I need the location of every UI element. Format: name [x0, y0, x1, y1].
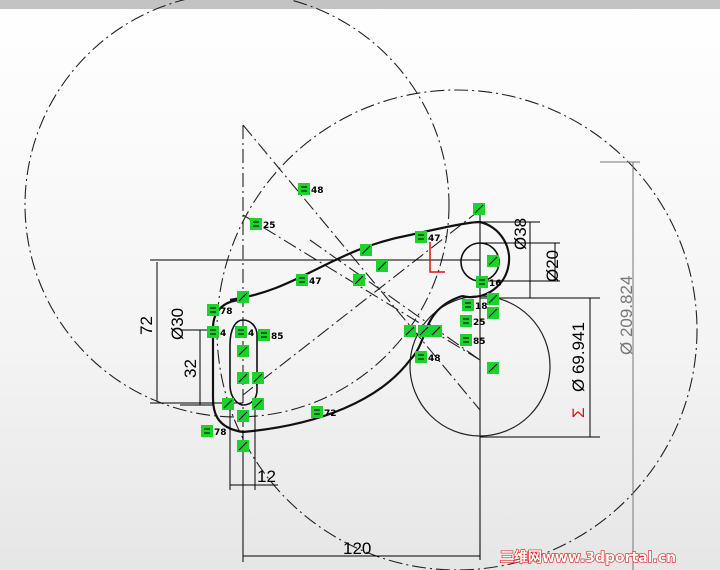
relation-glyph [253, 399, 263, 409]
dim-d20[interactable]: Ø20 [543, 250, 562, 282]
relation-glyph [488, 308, 498, 318]
relation-badge[interactable]: 25 [250, 218, 276, 231]
equal-icon [415, 231, 427, 243]
relation-glyph [238, 346, 248, 356]
relation-badge[interactable]: 72 [311, 406, 337, 419]
relation-badge[interactable]: 25 [460, 315, 486, 328]
centerline-diag-2 [242, 214, 481, 361]
relation-glyph [238, 441, 248, 451]
relation-label: 18 [475, 302, 488, 312]
relation-glyph [238, 292, 248, 302]
construction-circle-large-left[interactable] [24, 0, 450, 418]
dim-d30[interactable]: Ø30 [168, 308, 187, 340]
toolbar-strip [0, 0, 720, 9]
equal-icon [258, 329, 270, 341]
origin-icon [429, 242, 445, 273]
relation-badge[interactable]: 18 [462, 299, 488, 312]
slot-outer[interactable] [211, 298, 244, 434]
equal-icon [250, 218, 262, 230]
dim-32[interactable]: 32 [181, 359, 200, 378]
equal-icon [298, 183, 310, 195]
relation-glyph [361, 245, 371, 255]
relation-glyph [405, 326, 415, 336]
dim-d209[interactable]: Ø 209.824 [617, 276, 636, 355]
relation-glyph [488, 256, 498, 266]
equal-icon [201, 425, 213, 437]
equal-icon [462, 299, 474, 311]
centerline-diag-3 [242, 209, 481, 396]
relation-badge[interactable]: 85 [258, 329, 284, 342]
dim-12[interactable]: 12 [257, 467, 276, 486]
relation-label: 47 [309, 277, 322, 287]
watermark: 三维网www.3dportal.cn [500, 549, 676, 566]
relation-glyph [488, 363, 498, 373]
relation-glyph [431, 326, 441, 336]
relation-badge[interactable]: 4 [235, 326, 254, 339]
equal-icon [311, 406, 323, 418]
relation-badge[interactable]: 48 [415, 351, 441, 364]
relation-badge[interactable]: 47 [415, 231, 441, 244]
relation-badge[interactable]: 47 [296, 274, 322, 287]
relation-label: 78 [214, 428, 227, 438]
centerline-diag-1 [242, 124, 481, 411]
relation-label: 48 [311, 186, 324, 196]
relation-label: 85 [473, 337, 486, 347]
relation-label: 47 [428, 234, 441, 244]
dim-d38[interactable]: Ø38 [511, 218, 530, 250]
equal-icon [207, 304, 219, 316]
relation-label: 25 [263, 221, 276, 231]
relation-label: 85 [271, 332, 284, 342]
equal-icon [235, 326, 247, 338]
relation-label: 72 [324, 409, 337, 419]
dim-sigma: Σ [569, 407, 588, 418]
relation-glyph [354, 275, 364, 285]
relation-badge[interactable]: 16 [476, 276, 502, 289]
profile-curve-upper[interactable] [229, 220, 481, 302]
relation-badge[interactable]: 78 [207, 304, 233, 317]
relation-glyph [253, 373, 263, 383]
equal-icon [207, 326, 219, 338]
relation-glyph [419, 326, 429, 336]
relation-label: 4 [248, 329, 254, 339]
relation-label: 78 [220, 307, 233, 317]
relation-glyph [223, 399, 233, 409]
equal-icon [460, 334, 472, 346]
relation-label: 48 [428, 354, 441, 364]
relation-glyph [488, 294, 498, 304]
relation-badge[interactable]: 48 [298, 183, 324, 196]
arc-d38[interactable] [461, 220, 511, 299]
equal-icon [460, 315, 472, 327]
relation-glyph [238, 373, 248, 383]
dim-d69[interactable]: Ø 69.941 [569, 322, 588, 392]
relation-badge[interactable]: 85 [460, 334, 486, 347]
relation-label: 4 [220, 329, 226, 339]
dim-72[interactable]: 72 [137, 316, 156, 335]
dim-120[interactable]: 120 [343, 539, 371, 558]
relation-badge[interactable]: 4 [207, 326, 226, 339]
relation-glyph [377, 261, 387, 271]
equal-icon [476, 276, 488, 288]
relation-glyph [238, 411, 248, 421]
profile-curve-lower[interactable] [242, 294, 463, 434]
relation-label: 25 [473, 318, 486, 328]
relation-badge[interactable]: 78 [201, 425, 227, 438]
relation-label: 16 [489, 279, 502, 289]
equal-icon [296, 274, 308, 286]
equal-icon [415, 351, 427, 363]
relation-glyph [474, 204, 484, 214]
